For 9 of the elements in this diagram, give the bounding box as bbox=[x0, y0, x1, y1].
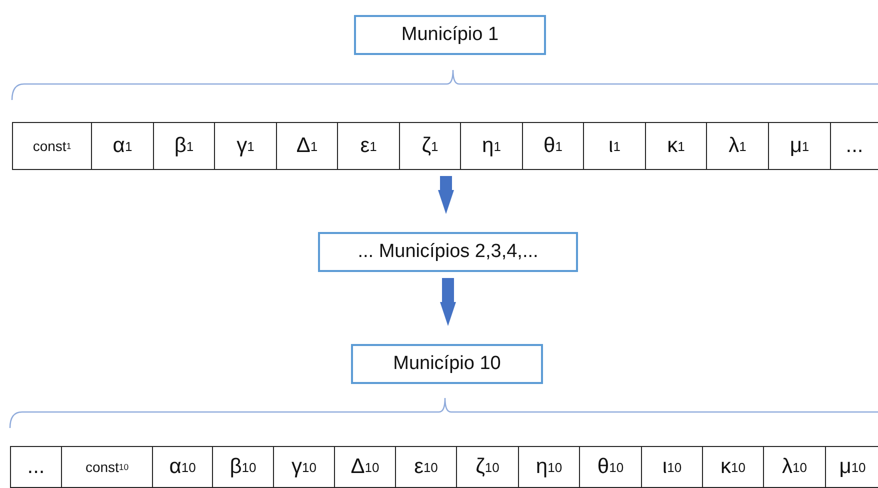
label-box: Município 10 bbox=[351, 344, 543, 384]
label-box: Município 1 bbox=[354, 15, 546, 55]
block-arrow bbox=[438, 176, 454, 214]
parameter-cell-text: ... bbox=[26, 454, 46, 480]
parameter-table-row bbox=[10, 446, 878, 488]
parameter-cell: ... bbox=[830, 123, 878, 169]
block-arrow bbox=[440, 278, 456, 326]
label-box: ... Municípios 2,3,4,... bbox=[318, 232, 578, 272]
parameter-table-row bbox=[12, 122, 878, 170]
